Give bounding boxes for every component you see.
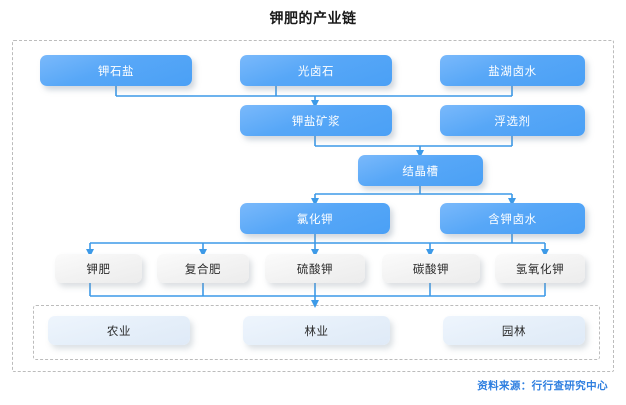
node-salt-lake-brine[interactable]: 盐湖卤水 (440, 55, 585, 86)
node-label: 硫酸钾 (296, 261, 334, 276)
node-label: 结晶槽 (402, 163, 439, 178)
node-potassium-sulfate[interactable]: 硫酸钾 (265, 254, 365, 283)
node-crystallizer[interactable]: 结晶槽 (358, 155, 483, 186)
node-potassium-carbonate[interactable]: 碳酸钾 (382, 254, 480, 283)
node-compound-fertilizer[interactable]: 复合肥 (157, 254, 249, 283)
node-label: 钾盐矿浆 (291, 113, 341, 128)
node-label: 浮选剂 (494, 113, 531, 128)
node-forestry[interactable]: 林业 (243, 316, 390, 345)
outer-dashed-container (12, 40, 614, 372)
node-label: 钾石盐 (97, 63, 135, 78)
node-label: 含钾卤水 (488, 211, 537, 226)
node-flotation-agent[interactable]: 浮选剂 (440, 105, 585, 136)
node-potassium-hydroxide[interactable]: 氢氧化钾 (495, 254, 585, 283)
page-title: 钾肥的产业链 (269, 11, 357, 27)
node-potassium-brine[interactable]: 含钾卤水 (440, 203, 585, 234)
node-label: 碳酸钾 (412, 261, 450, 276)
node-label: 盐湖卤水 (488, 63, 537, 78)
node-label: 复合肥 (184, 261, 222, 276)
source-attribution: 资料来源：行行查研究中心 (477, 380, 608, 392)
node-carnallite[interactable]: 光卤石 (240, 55, 392, 86)
node-label: 园林 (501, 323, 527, 338)
node-potash-rock-salt[interactable]: 钾石盐 (40, 55, 192, 86)
node-label: 钾肥 (86, 261, 111, 276)
node-label: 氯化钾 (296, 211, 334, 226)
node-landscaping[interactable]: 园林 (443, 316, 585, 345)
node-label: 林业 (304, 323, 329, 338)
node-label: 光卤石 (297, 63, 335, 78)
node-label: 氢氧化钾 (515, 261, 565, 276)
node-potash-ore-slurry[interactable]: 钾盐矿浆 (240, 105, 392, 136)
node-agriculture[interactable]: 农业 (48, 316, 190, 345)
node-label: 农业 (106, 323, 132, 338)
node-potassium-chloride[interactable]: 氯化钾 (240, 203, 390, 234)
node-potash-fertilizer[interactable]: 钾肥 (55, 254, 142, 283)
